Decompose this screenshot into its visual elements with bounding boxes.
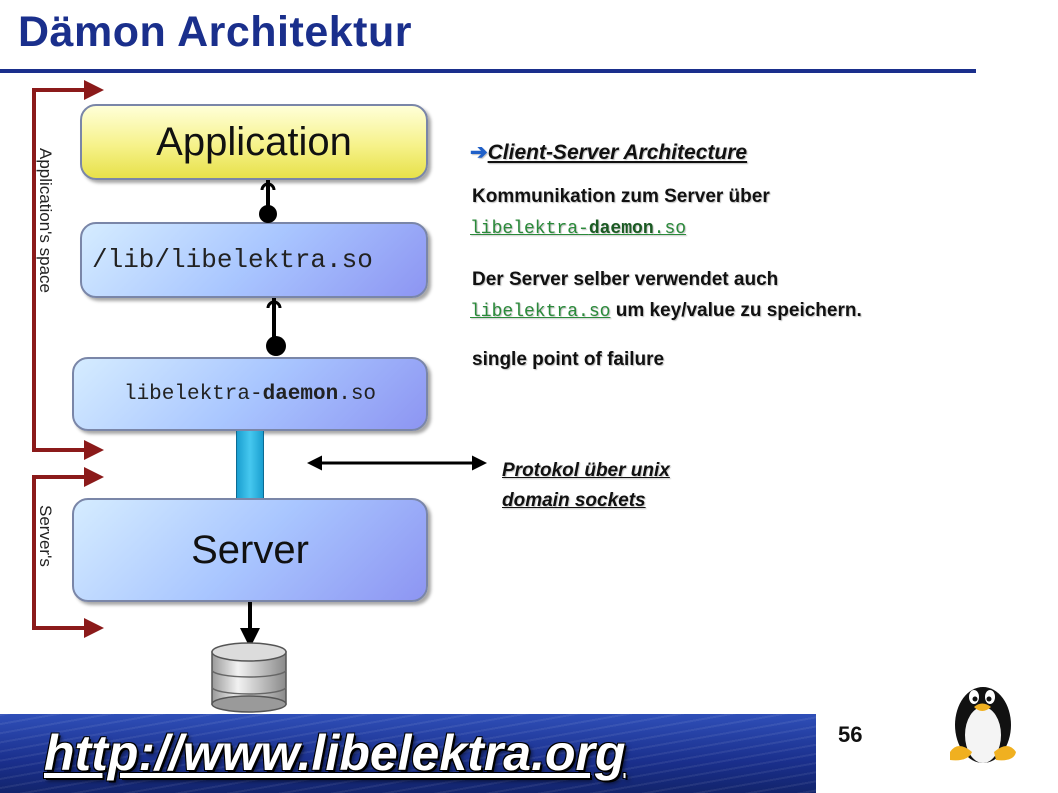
daemon-box: libelektra-daemon.so: [72, 357, 428, 431]
page-number: 56: [838, 722, 863, 747]
server-space-label: Server's: [36, 505, 55, 567]
daemon-link-prefix: libelektra-: [470, 219, 589, 239]
protocol-label: Protokol über unix domain sockets: [502, 456, 670, 516]
heading-text: Client-Server Architecture: [487, 141, 748, 164]
footer-pattern: [0, 714, 816, 793]
daemon-link-suffix: .so: [653, 219, 687, 239]
interface-connector-app-lib: [259, 180, 277, 223]
protocol-line2: domain sockets: [502, 490, 646, 511]
libelektra-library-link[interactable]: libelektra.so: [470, 302, 611, 322]
daemon-library-link[interactable]: libelektra-daemon.so: [470, 219, 686, 239]
libelektra-box: /lib/libelektra.so: [80, 222, 428, 298]
database-icon: [211, 642, 287, 713]
point-server-uses: Der Server selber verwendet auch libelek…: [470, 265, 990, 327]
title-divider: [0, 69, 976, 73]
footer-bar: [0, 714, 816, 793]
interface-connector-lib-daemon: [266, 298, 286, 356]
libelektra-box-label: /lib/libelektra.so: [92, 245, 373, 275]
point2-tail: um key/value zu speichern.: [610, 300, 862, 321]
point-communication: Kommunikation zum Server über libelektra…: [470, 182, 960, 244]
socket-pipe: [236, 431, 264, 499]
tux-penguin-icon: [950, 687, 1016, 763]
footer-url-link[interactable]: http://www.libelektra.org: [44, 725, 626, 781]
daemon-link-bold: daemon: [588, 219, 654, 239]
point2-text: Der Server selber verwendet auch: [472, 269, 779, 290]
server-box-label: Server: [191, 527, 309, 572]
daemon-box-suffix: .so: [338, 382, 377, 406]
client-server-heading: ➔Client-Server Architecture: [470, 140, 747, 165]
daemon-box-bold: daemon: [262, 382, 339, 406]
protocol-line1: Protokol über unix: [502, 460, 670, 481]
heading-arrow-icon: ➔: [470, 141, 488, 164]
point-single-failure: single point of failure: [470, 349, 664, 371]
point1-text: Kommunikation zum Server über: [472, 186, 770, 207]
application-box-label: Application: [156, 119, 352, 164]
daemon-box-prefix: libelektra-: [123, 382, 263, 406]
application-box: Application: [80, 104, 428, 180]
point3-text: single point of failure: [472, 349, 665, 370]
slide-title: Dämon Architektur: [18, 8, 412, 56]
application-space-label: Application's space: [36, 148, 55, 293]
server-box: Server: [72, 498, 428, 602]
